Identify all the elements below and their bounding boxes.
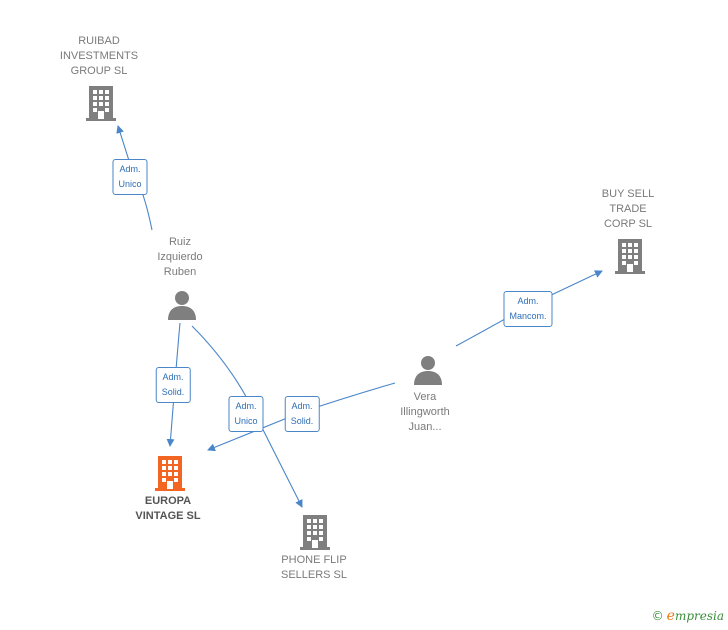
node-label-phoneflip[interactable]: PHONE FLIP SELLERS SL — [281, 553, 347, 583]
label-line: Ruben — [163, 266, 197, 278]
label-line: INVESTMENTS — [59, 50, 139, 62]
label-line: CORP SL — [603, 218, 653, 230]
label-line: Adm. — [162, 372, 184, 382]
label-line: Solid. — [290, 416, 314, 426]
label-line: Adm. — [235, 401, 257, 411]
label-line: SELLERS SL — [280, 569, 348, 581]
empresia-watermark[interactable]: ©empresia — [652, 608, 724, 624]
label-line: EUROPA — [144, 495, 192, 507]
person-icon-ruiz[interactable] — [166, 289, 198, 326]
label-line: RUIBAD — [78, 35, 120, 47]
edge-label-ruiz-ruibad[interactable]: Adm. Unico — [112, 159, 148, 195]
label-line: Ruiz — [168, 236, 192, 248]
person-icon-vera[interactable] — [412, 354, 444, 391]
brand-logo-initial: e — [666, 608, 675, 624]
label-line: VINTAGE SL — [135, 510, 201, 522]
label-line: TRADE — [609, 203, 647, 215]
label-line: Adm. — [119, 164, 141, 174]
label-line: BUY SELL — [601, 188, 655, 200]
label-line: Unico — [118, 179, 142, 189]
edge-label-vera-europa[interactable]: Adm. Solid. — [284, 396, 320, 432]
node-label-vera[interactable]: Vera Illingworth Juan... — [400, 390, 450, 435]
label-line: Adm. — [517, 296, 539, 306]
edge-label-ruiz-europa[interactable]: Adm. Solid. — [155, 367, 191, 403]
building-icon-ruibad[interactable] — [85, 85, 117, 126]
brand-logo-text: mpresia — [674, 609, 724, 623]
building-icon-phoneflip[interactable] — [299, 514, 331, 555]
copyright-icon: © — [651, 609, 664, 623]
label-line: Mancom. — [509, 311, 547, 321]
building-icon-buysell[interactable] — [614, 238, 646, 279]
building-icon-europa[interactable] — [154, 455, 186, 496]
label-line: Solid. — [161, 387, 185, 397]
edge-label-vera-buysell[interactable]: Adm. Mancom. — [503, 291, 553, 327]
edge-label-ruiz-phoneflip[interactable]: Adm. Unico — [228, 396, 264, 432]
node-label-ruibad[interactable]: RUIBAD INVESTMENTS GROUP SL — [60, 34, 138, 79]
label-line: GROUP SL — [70, 65, 128, 77]
label-line: PHONE FLIP — [281, 554, 347, 566]
label-line: Illingworth — [400, 406, 450, 418]
label-line: Unico — [234, 416, 258, 426]
node-label-europa[interactable]: EUROPA VINTAGE SL — [135, 494, 200, 524]
label-line: Adm. — [291, 401, 313, 411]
label-line: Izquierdo — [157, 251, 203, 263]
label-line: Juan... — [408, 421, 442, 433]
label-line: Vera — [413, 391, 437, 403]
node-label-buysell[interactable]: BUY SELL TRADE CORP SL — [602, 187, 654, 232]
node-label-ruiz[interactable]: Ruiz Izquierdo Ruben — [157, 235, 202, 280]
